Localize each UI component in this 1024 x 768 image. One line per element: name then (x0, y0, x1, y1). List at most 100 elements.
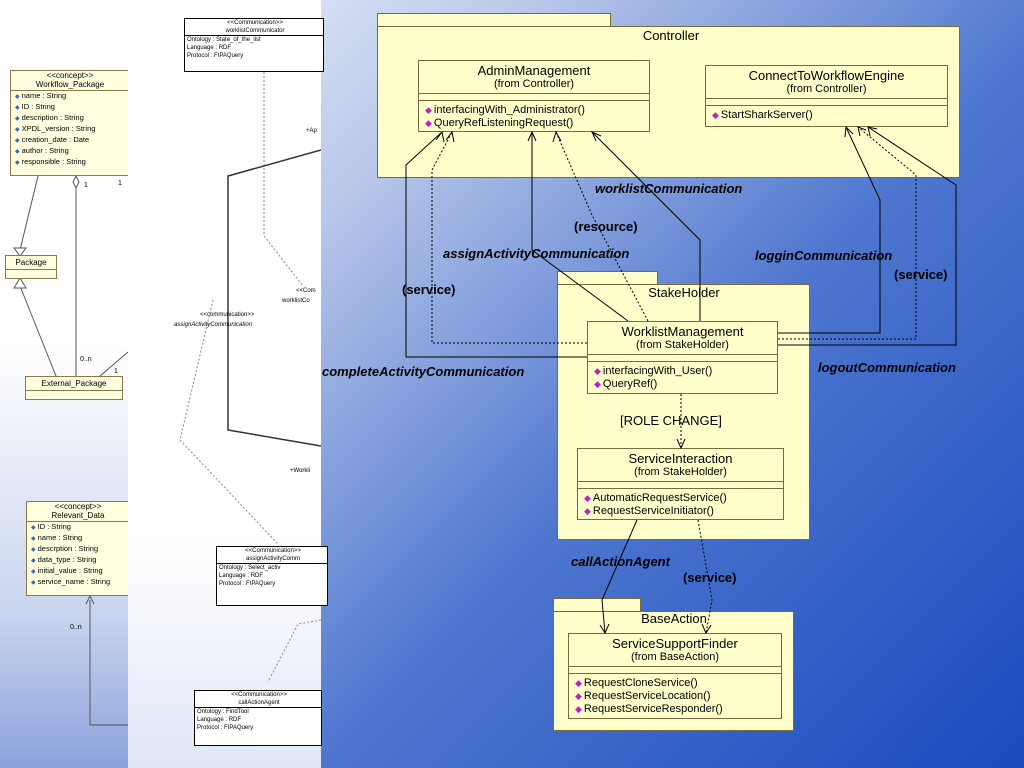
multiplicity-label: 1 (118, 180, 122, 187)
operation: interfacingWith_Administrator() (425, 104, 643, 117)
operations: interfacingWith_User() QueryRef() (588, 362, 777, 394)
multiplicity-label: 0..n (80, 356, 92, 363)
operation: QueryRef() (594, 378, 771, 391)
class-stereotype: <<concept>> (54, 502, 102, 511)
attribute: descrption : String (27, 544, 129, 555)
attribute: description : String (11, 113, 129, 124)
class-name: ConnectToWorkflowEngine (748, 68, 905, 83)
attribute: Ontology : Select_activ (219, 565, 281, 571)
role-change-guard: [ROLE CHANGE] (620, 413, 722, 428)
attribute: Ontology : FindTool (197, 709, 249, 715)
class-stereotype: <<concept>> (46, 71, 94, 80)
attribute: Language : RDF (187, 45, 232, 51)
controller-package-title: Controller (642, 28, 700, 43)
logout-communication-label: logoutCommunication (818, 360, 956, 375)
attribute: initial_value : String (27, 566, 129, 577)
class-name: External_Package (26, 377, 122, 391)
class-origin: (from Controller) (493, 78, 575, 90)
resource-label: (resource) (574, 219, 638, 234)
attribute: Protocol : FIPAQuery (219, 581, 276, 587)
attribute: data_type : String (27, 555, 129, 566)
attribute: Protocol : FIPAQuery (197, 725, 254, 731)
operations: AutomaticRequestService() RequestService… (578, 489, 783, 521)
call-action-agent-class[interactable]: <<Communication>> callActionAgent Ontolo… (194, 690, 322, 746)
worklist-management-class[interactable]: WorklistManagement (from StakeHolder) in… (587, 321, 778, 394)
left-connectors (13, 174, 128, 726)
middle-connectors (179, 72, 321, 683)
operation: RequestServiceInitiator() (584, 505, 777, 518)
role-label: +Ap (306, 128, 317, 134)
operation: QueryRefListeningRequest() (425, 117, 643, 130)
attribute: name : String (27, 533, 129, 544)
attribute: author : String (11, 146, 129, 157)
service-label: (service) (402, 282, 456, 297)
worklist-communicator-class[interactable]: <<Communication>> worklistCommunicator O… (184, 18, 324, 72)
package-class[interactable]: Package (5, 255, 57, 279)
connect-to-workflow-engine-class[interactable]: ConnectToWorkflowEngine (from Controller… (705, 65, 948, 127)
operation: StartSharkServer() (712, 109, 941, 122)
attribute: Language : RDF (197, 717, 242, 723)
controller-package-tab (377, 13, 611, 27)
attribute: ID : String (27, 522, 129, 533)
attribute: service_name : String (27, 577, 129, 588)
call-action-agent-label: callActionAgent (571, 554, 670, 569)
baseaction-package-title: BaseAction (641, 611, 707, 626)
service-support-finder-class[interactable]: ServiceSupportFinder (from BaseAction) R… (568, 633, 782, 719)
association-name: worklistCo (282, 298, 310, 304)
class-header: ServiceInteraction (from StakeHolder) (578, 449, 783, 482)
class-stereotype: <<Communication>> (227, 20, 283, 26)
operation: RequestServiceResponder() (575, 703, 775, 716)
attribute: creation_date : Date (11, 135, 129, 146)
admin-management-class[interactable]: AdminManagement (from Controller) interf… (418, 60, 650, 132)
class-origin: (from Controller) (786, 83, 867, 95)
class-name: ServiceSupportFinder (612, 636, 738, 651)
attribute: XPDL_version : String (11, 124, 129, 135)
class-name: assignActivityComm (217, 555, 327, 564)
attribute: ID : String (11, 102, 129, 113)
class-name: ServiceInteraction (628, 451, 733, 466)
attribute: Language : RDF (219, 573, 264, 579)
class-name: WorklistManagement (621, 324, 744, 339)
attribute: name : String (11, 91, 129, 102)
class-name: Relevant_Data (27, 511, 129, 522)
left-diagram-panel: <<concept>> Workflow_Package name : Stri… (0, 0, 130, 768)
workflow-package-class[interactable]: <<concept>> Workflow_Package name : Stri… (10, 70, 130, 176)
class-name: worklistCommunicator (185, 27, 323, 36)
service-label: (service) (683, 570, 737, 585)
stakeholder-package-title: StakeHolder (648, 285, 720, 300)
multiplicity-label: 0..n (70, 624, 82, 631)
middle-diagram-panel: <<Communication>> worklistCommunicator O… (128, 0, 328, 768)
class-name: Workflow_Package (11, 80, 129, 91)
multiplicity-label: 1 (84, 182, 88, 189)
operation: AutomaticRequestService() (584, 492, 777, 505)
stakeholder-package-tab (557, 271, 658, 285)
assign-activity-communication-label: assignActivityCommunication (443, 246, 630, 261)
operations: RequestCloneService() RequestServiceLoca… (569, 674, 781, 719)
attribute: Protocol : FIPAQuery (187, 53, 244, 59)
attribute: responsible : String (11, 157, 129, 168)
class-stereotype: <<Communication>> (231, 692, 287, 698)
class-name: Package (6, 256, 56, 270)
class-origin: (from BaseAction) (630, 651, 720, 663)
class-name: callActionAgent (195, 699, 321, 708)
operations: StartSharkServer() (706, 106, 947, 125)
operation: RequestCloneService() (575, 677, 775, 690)
operations: interfacingWith_Administrator() QueryRef… (419, 101, 649, 133)
external-package-class[interactable]: External_Package (25, 376, 123, 400)
class-header: AdminManagement (from Controller) (419, 61, 649, 94)
operation: interfacingWith_User() (594, 365, 771, 378)
multiplicity-label: 1 (114, 368, 118, 375)
complete-activity-communication-label: completeActivityCommunication (322, 364, 525, 379)
relevant-data-class[interactable]: <<concept>> Relevant_Data ID : String na… (26, 501, 130, 596)
class-header: ServiceSupportFinder (from BaseAction) (569, 634, 781, 667)
association-stereotype: <<communication>> (200, 312, 255, 318)
association-stereotype: <<Com (296, 288, 316, 294)
operation: RequestServiceLocation() (575, 690, 775, 703)
assign-activity-comm-class[interactable]: <<Communication>> assignActivityComm Ont… (216, 546, 328, 606)
class-origin: (from StakeHolder) (636, 339, 729, 351)
class-name: AdminManagement (477, 63, 591, 78)
loggin-communication-label: logginCommunication (755, 248, 893, 263)
service-interaction-class[interactable]: ServiceInteraction (from StakeHolder) Au… (577, 448, 784, 520)
class-stereotype: <<Communication>> (245, 548, 301, 554)
service-label: (service) (894, 267, 948, 282)
